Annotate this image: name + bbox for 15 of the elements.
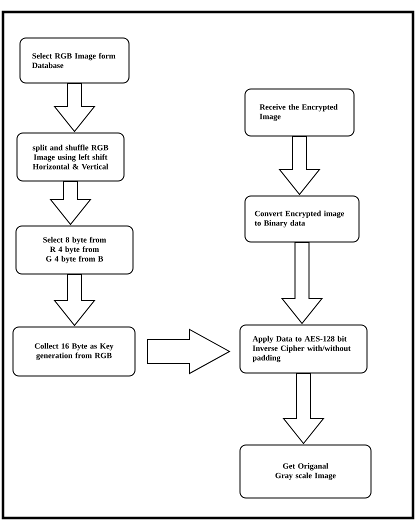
block-arrow bbox=[282, 373, 325, 444]
process-box: Convert Encrypted image to Binary data bbox=[244, 196, 360, 242]
block-arrow bbox=[280, 242, 324, 324]
block-arrow bbox=[49, 181, 92, 226]
process-box: split and shuffle RGB Image using left shift Horizontal & Vertical bbox=[16, 132, 124, 182]
process-box: Select 8 byte from R 4 byte from G 4 byte from B bbox=[16, 226, 134, 274]
process-box: Collect 16 Byte as Key generation from RGB bbox=[12, 326, 136, 376]
block-arrow bbox=[147, 328, 231, 374]
process-box: Select RGB Image form Database bbox=[20, 38, 130, 84]
process-box: Receive the Encrypted Image bbox=[244, 88, 354, 136]
process-box: Apply Data to AES-128 bit Inverse Cipher with/without padding bbox=[240, 324, 368, 374]
block-arrow bbox=[53, 274, 96, 326]
block-arrow bbox=[278, 136, 321, 196]
block-arrow bbox=[53, 83, 96, 132]
process-box: Get Origanal Gray scale Image bbox=[240, 444, 372, 498]
